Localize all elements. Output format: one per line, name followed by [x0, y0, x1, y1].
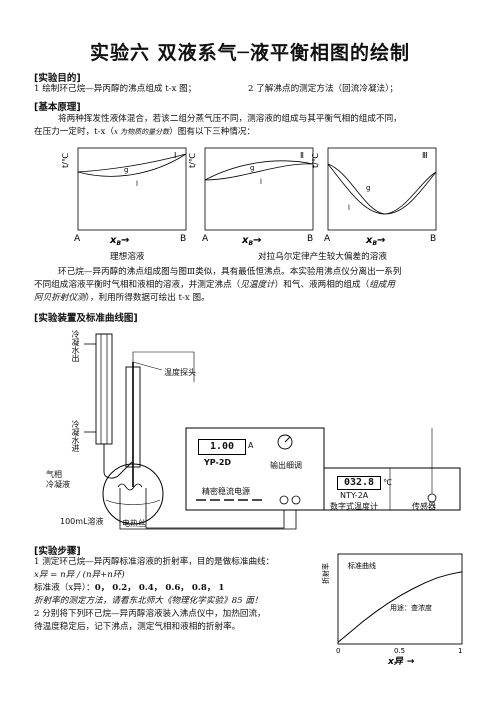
diagram-2-xlabel: xB→ — [241, 235, 261, 247]
label-cooling-water-out: 冷凝水出 — [71, 330, 80, 362]
section-steps: [实验步骤] — [34, 546, 81, 557]
diagram-2-g: g — [250, 164, 254, 172]
principle-p2-line-1: 环己烷—异丙醇的沸点组成图与图Ⅲ类似，具有最低恒沸点。本实验用沸点仪分离出一系列 — [58, 267, 402, 277]
diagram-2-a: A — [202, 234, 209, 244]
step-1-std: 标准液（x异）：0， 0.2， 0.4， 0.6， 0.8， 1 — [34, 583, 225, 593]
chart-curve-label: 标准曲线 — [348, 561, 376, 570]
diagram-3-xlabel: xB→ — [365, 235, 385, 247]
chart-usage-label: 用途：查浓度 — [390, 603, 432, 612]
diagram-1-xlabel: xB→ — [109, 235, 129, 247]
chart-tick-0-5: 0.5 — [394, 647, 405, 655]
power-display: 1.00 — [198, 439, 246, 455]
label-heater: 电热丝 — [122, 519, 146, 528]
step-1: 1 测定环己烷—异丙醇标准溶液的折射率，目的是做标准曲线： — [34, 557, 275, 567]
phase-diagram-2: t/℃ Ⅱ g l A B xB→ — [188, 147, 314, 247]
chart-xlabel: x异→ — [387, 656, 415, 666]
label-cooling-water-in: 冷凝水进 — [71, 420, 80, 452]
section-purpose: [实验目的] — [34, 73, 81, 84]
chart-ylabel: 折射率 — [321, 563, 330, 584]
principle-line-2: 在压力一定时，t-x（x 为物质的量分数）图有以下三种情况： — [34, 127, 256, 137]
diagram-3-a: A — [324, 234, 331, 244]
apparatus-diagram — [84, 333, 461, 530]
label-flask: 100mL溶液 — [60, 517, 104, 526]
chart-tick-0: 0 — [336, 647, 340, 655]
diagram-1-g: g — [124, 166, 128, 174]
section-apparatus: [实验装置及标准曲线图] — [34, 313, 138, 324]
step-1-note: 折射率的测定方法，请看东北师大《物理化学实验》85 面！ — [34, 596, 263, 606]
diagram-2-l: l — [260, 178, 262, 186]
chart-frame — [337, 553, 463, 645]
caption-ideal: 理想溶液 — [110, 252, 145, 262]
diagram-3-g: g — [366, 184, 370, 192]
diagram-2-roman: Ⅱ — [300, 151, 304, 160]
step-1-formula: x异 = n异 / (n异+n环) — [34, 570, 125, 580]
diagram-1-ylabel: t/℃ — [61, 153, 70, 168]
temp-model: NTY-2A — [340, 491, 369, 500]
power-name: 精密稳流电源 — [202, 487, 250, 496]
step-2-line-2: 待温度稳定后，记下沸点，测定气相和液相的折射率。 — [34, 622, 241, 632]
label-gas-condensate: 气相 冷凝液 — [46, 470, 70, 489]
diagram-1-b: B — [180, 234, 186, 244]
phase-diagram-3: t/℃ Ⅲ g l A B xB→ — [311, 147, 437, 247]
temp-unit: ℃ — [383, 478, 392, 487]
purpose-item-2: 2 了解沸点的测定方法（回流冷凝法）； — [248, 84, 398, 94]
principle-p2-line-2: 不同组成溶液平衡时气相和液相的溶液，并测定沸点（见温度计）和气、液两相的组成（组… — [34, 280, 395, 290]
power-unit: A — [248, 441, 254, 450]
diagram-3-b: B — [430, 234, 436, 244]
diagram-2-ylabel: t/℃ — [188, 153, 197, 168]
diagram-3-ylabel: t/℃ — [311, 153, 320, 168]
output-adjust-label: 输出细调 — [270, 461, 302, 470]
section-principle: [基本原理] — [34, 102, 81, 113]
step-2-line-1: 2 分别将下列环己烷—异丙醇溶液装入沸点仪中，加热回流， — [34, 609, 266, 619]
standard-curve-line — [337, 571, 463, 643]
diagram-2-b: B — [307, 234, 313, 244]
power-model: YP-2D — [204, 458, 232, 467]
diagram-3-roman: Ⅲ — [422, 151, 428, 160]
temp-name: 数字式温度计 — [330, 502, 378, 511]
phase-diagrams: t/℃ Ⅰ g l A B xB→ t/℃ Ⅱ g l A B xB→ t/℃ — [61, 147, 437, 247]
diagram-1-a: A — [74, 234, 81, 244]
diagram-3-l: l — [348, 204, 350, 212]
caption-deviation: 对拉乌尔定律产生较大偏差的溶液 — [258, 252, 387, 262]
purpose-item-1: 1 绘制环己烷—异丙醇的沸点组成 t-x 图； — [34, 84, 197, 94]
standard-curve-chart: 折射率 标准曲线 用途：查浓度 0 0.5 1 x异→ — [321, 553, 463, 666]
diagram-1-roman: Ⅰ — [174, 151, 176, 160]
principle-line-1: 将两种挥发性液体混合，若该二组分蒸气压不同，测溶液的组成与其平衡气相的组成不同， — [58, 114, 402, 124]
principle-p2-line-3: 阿贝折射仪测），利用所得数据可绘出 t-x 图。 — [34, 293, 210, 303]
diagram-1-l: l — [136, 180, 138, 188]
sensor-label: 传感器 — [412, 502, 436, 511]
label-temp-probe: 温度探头 — [164, 368, 196, 377]
page-title: 实验六 双液系气─液平衡相图的绘制 — [89, 42, 411, 64]
temp-display: 032.8 — [337, 476, 381, 490]
chart-tick-1: 1 — [458, 647, 462, 655]
phase-diagram-1: t/℃ Ⅰ g l A B xB→ — [61, 147, 187, 247]
